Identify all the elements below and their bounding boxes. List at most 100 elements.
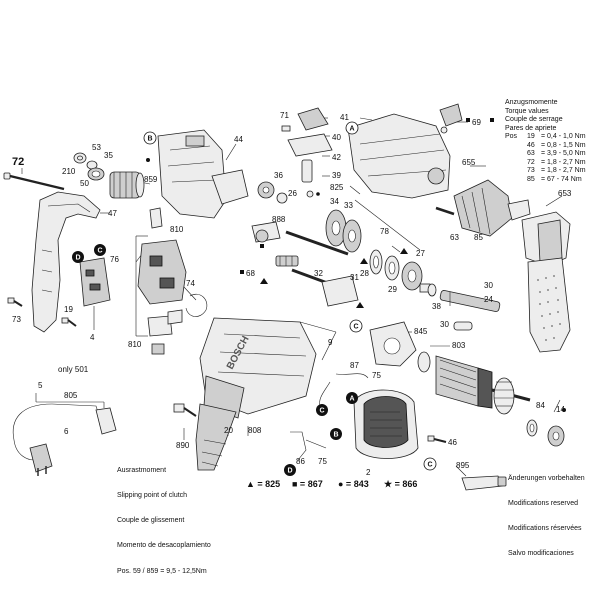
part-label-86: 86	[296, 457, 305, 466]
ref-circle-A-top: A	[345, 121, 359, 135]
svg-text:B: B	[147, 136, 152, 143]
part-label-825: 825	[330, 183, 344, 192]
pin-30	[453, 321, 473, 331]
leader-lines	[21, 117, 563, 477]
aux-handle-653	[521, 211, 571, 353]
changes-fr: Modifications réservées	[508, 525, 582, 533]
wire-86	[290, 431, 307, 461]
gear-housing	[211, 169, 249, 205]
torque-row: 46= 0,8 - 1,5 Nm	[527, 141, 586, 149]
field-coil-2	[353, 389, 419, 459]
ref-circle-B-top: B	[143, 131, 157, 145]
part-label-655: 655	[462, 158, 476, 167]
part-label-75-bottom: 75	[318, 457, 327, 466]
part-label-41: 41	[340, 113, 349, 122]
brush-810	[151, 343, 165, 355]
part-label-9: 9	[328, 338, 333, 347]
ref-circle-A-mid: A	[346, 392, 358, 404]
torque-row: 73= 1,8 - 2,7 Nm	[527, 167, 586, 174]
ref-circle-C-right: C	[423, 457, 437, 471]
svg-text:B: B	[333, 432, 338, 439]
clutch-title-en: Slipping point of clutch	[117, 492, 188, 500]
power-cord-5	[12, 403, 117, 476]
part-label-53: 53	[92, 143, 101, 152]
legend-867: ■ = 867	[292, 479, 323, 489]
part-label-76: 76	[110, 255, 119, 264]
pin-42	[301, 159, 313, 183]
part-label-74: 74	[186, 279, 195, 288]
part-label-63: 63	[450, 233, 459, 242]
screw-69b	[440, 126, 448, 134]
part-label-71: 71	[280, 111, 289, 120]
legend-866: ★ = 866	[384, 479, 417, 489]
brush-holder-76	[137, 239, 187, 355]
housing-shell-44	[157, 129, 227, 219]
gear-housing-825	[347, 113, 451, 199]
changes-es: Salvo modificaciones	[508, 550, 574, 558]
torque-title-fr: Couple de serrage	[505, 116, 563, 123]
part-label-20: 20	[224, 426, 233, 435]
grease-tube-895	[461, 475, 507, 491]
clutch-title-de: Ausrastmoment	[117, 466, 167, 474]
part-label-69: 69	[472, 118, 481, 127]
spindle-24	[439, 290, 501, 312]
symbol-markers	[146, 118, 566, 412]
part-label-803: 803	[452, 341, 466, 350]
part-label-4: 4	[90, 333, 95, 342]
torque-row: 85= 67 - 74 Nm	[527, 175, 582, 183]
legend-825: ▲ = 825	[246, 479, 280, 489]
svg-text:C: C	[353, 324, 358, 331]
screw-19	[61, 317, 77, 327]
svg-text:D: D	[287, 468, 292, 475]
part-number-labels: 72 53 35 210 50 859 47 44 36 26 34 33 88…	[12, 111, 572, 477]
part-label-40: 40	[332, 133, 341, 142]
part-label-36: 36	[274, 171, 283, 180]
terminal-75	[305, 439, 327, 449]
handle-20	[195, 403, 237, 471]
torque-row: 72= 1,8 - 2,7 Nm	[527, 158, 586, 166]
part-label-31: 31	[350, 273, 359, 282]
gear-36	[257, 181, 275, 199]
chuck-85	[453, 179, 531, 237]
clip-74b	[167, 309, 183, 325]
part-label-2: 2	[366, 468, 371, 477]
clip-810	[149, 207, 163, 229]
part-label-14: 14	[556, 405, 565, 414]
motor-housing-9: BOSCH	[199, 317, 317, 419]
svg-text:C: C	[97, 248, 102, 255]
part-label-35: 35	[104, 151, 113, 160]
torque-row: 63= 3,9 - 5,0 Nm	[527, 150, 586, 157]
clutch-slip-note: Ausrastmoment Slipping point of clutch C…	[117, 450, 211, 585]
part-label-50: 50	[80, 179, 89, 188]
block-31	[321, 275, 359, 307]
part-label-19: 19	[64, 305, 73, 314]
fan-baffle-845	[369, 321, 417, 367]
part-label-890: 890	[176, 441, 190, 450]
part-label-30-bottom: 30	[440, 320, 449, 329]
part-label-895: 895	[456, 461, 470, 470]
switch-69	[439, 103, 463, 127]
ring-38	[427, 283, 437, 297]
part-label-28: 28	[360, 269, 369, 278]
part-label-68: 68	[246, 269, 255, 278]
part-label-34: 34	[330, 197, 339, 206]
gear-34	[325, 209, 347, 247]
ref-circle-C-left: C	[94, 244, 106, 256]
screw-73	[7, 297, 23, 307]
reference-letters: B A C D C C A B	[72, 121, 437, 476]
shaft-32	[285, 230, 349, 256]
part-label-75-top: 75	[372, 371, 381, 380]
ref-circle-D-left: D	[72, 251, 84, 263]
ball-39	[306, 190, 314, 198]
part-label-27: 27	[416, 249, 425, 258]
torque-values-table: Anzugsmomente Torque values Couple de se…	[505, 99, 596, 184]
cover-40	[287, 133, 333, 157]
part-label-810-top: 810	[170, 225, 184, 234]
torque-title-de: Anzugsmomente	[505, 99, 558, 106]
slide-switch-41	[297, 107, 329, 131]
part-label-29: 29	[388, 285, 397, 294]
part-label-85: 85	[474, 233, 483, 242]
shaft-68	[275, 255, 299, 267]
symbol-legend: ▲ = 825 ■ = 867 ● = 843 ★ = 866	[246, 479, 417, 489]
clutch-title-fr: Couple de glissement	[117, 517, 185, 525]
